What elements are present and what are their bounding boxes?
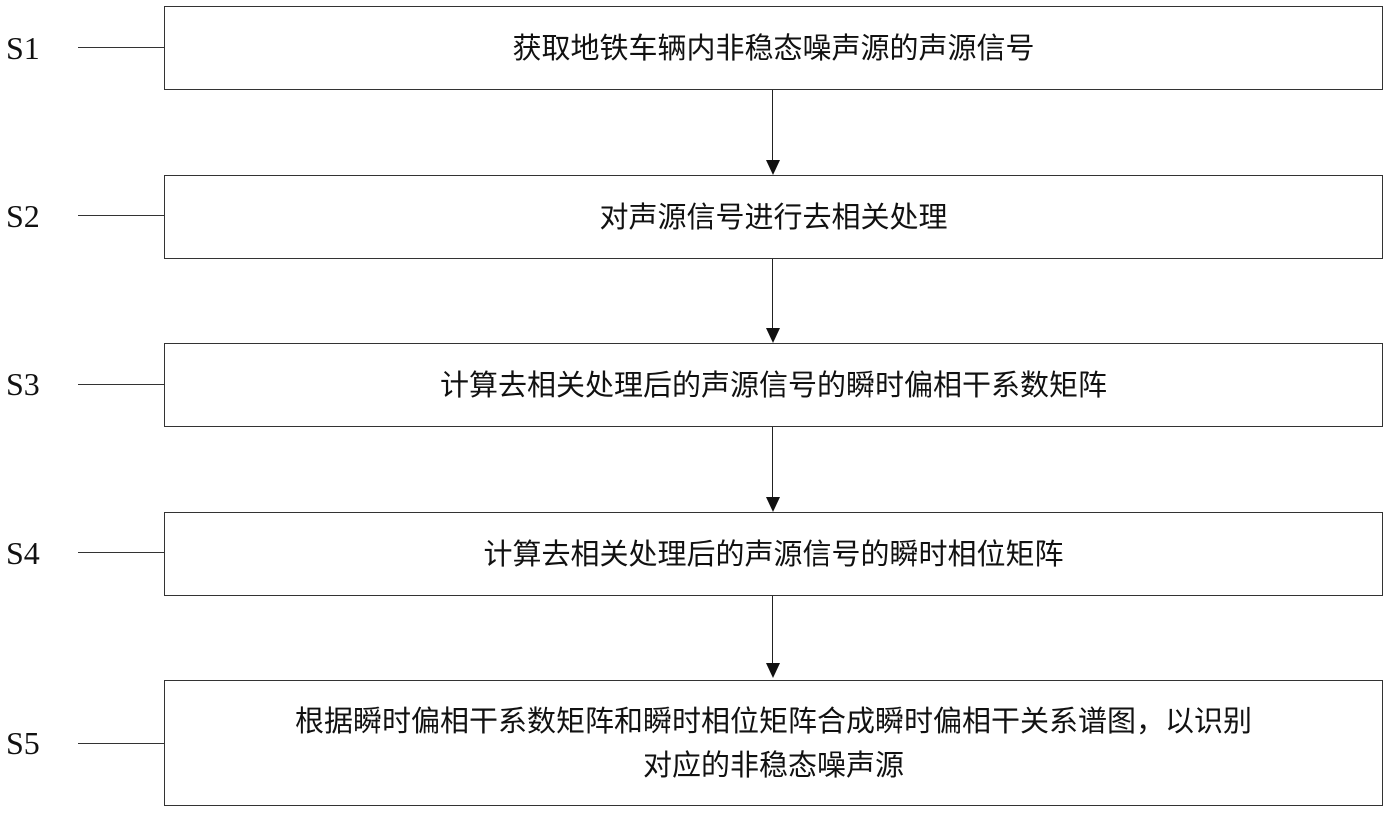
leader-line-s1 [78,47,164,48]
step-label-s1: S1 [6,30,40,66]
leader-line-s2 [78,215,164,216]
step-text-s1: 获取地铁车辆内非稳态噪声源的声源信号 [512,31,1035,65]
step-label-s5: S5 [6,725,40,761]
leader-line-s3 [78,384,164,385]
step-text-s4: 计算去相关处理后的声源信号的瞬时相位矩阵 [483,537,1064,571]
step-box-s3: 计算去相关处理后的声源信号的瞬时偏相干系数矩阵 [164,343,1383,427]
step-text-s2: 对声源信号进行去相关处理 [599,200,948,234]
step-box-s5: 根据瞬时偏相干系数矩阵和瞬时相位矩阵合成瞬时偏相干关系谱图，以识别 对应的非稳态… [164,680,1383,806]
step-box-s1: 获取地铁车辆内非稳态噪声源的声源信号 [164,6,1383,90]
leader-line-s4 [78,552,164,553]
step-box-s4: 计算去相关处理后的声源信号的瞬时相位矩阵 [164,512,1383,596]
step-text-s3: 计算去相关处理后的声源信号的瞬时偏相干系数矩阵 [439,368,1107,402]
step-label-s3: S3 [6,366,40,402]
step-text-s5: 根据瞬时偏相干系数矩阵和瞬时相位矩阵合成瞬时偏相干关系谱图，以识别 对应的非稳态… [294,704,1252,782]
step-label-s4: S4 [6,535,40,571]
step-box-s2: 对声源信号进行去相关处理 [164,175,1383,259]
step-label-s2: S2 [6,198,40,234]
leader-line-s5 [78,743,164,744]
